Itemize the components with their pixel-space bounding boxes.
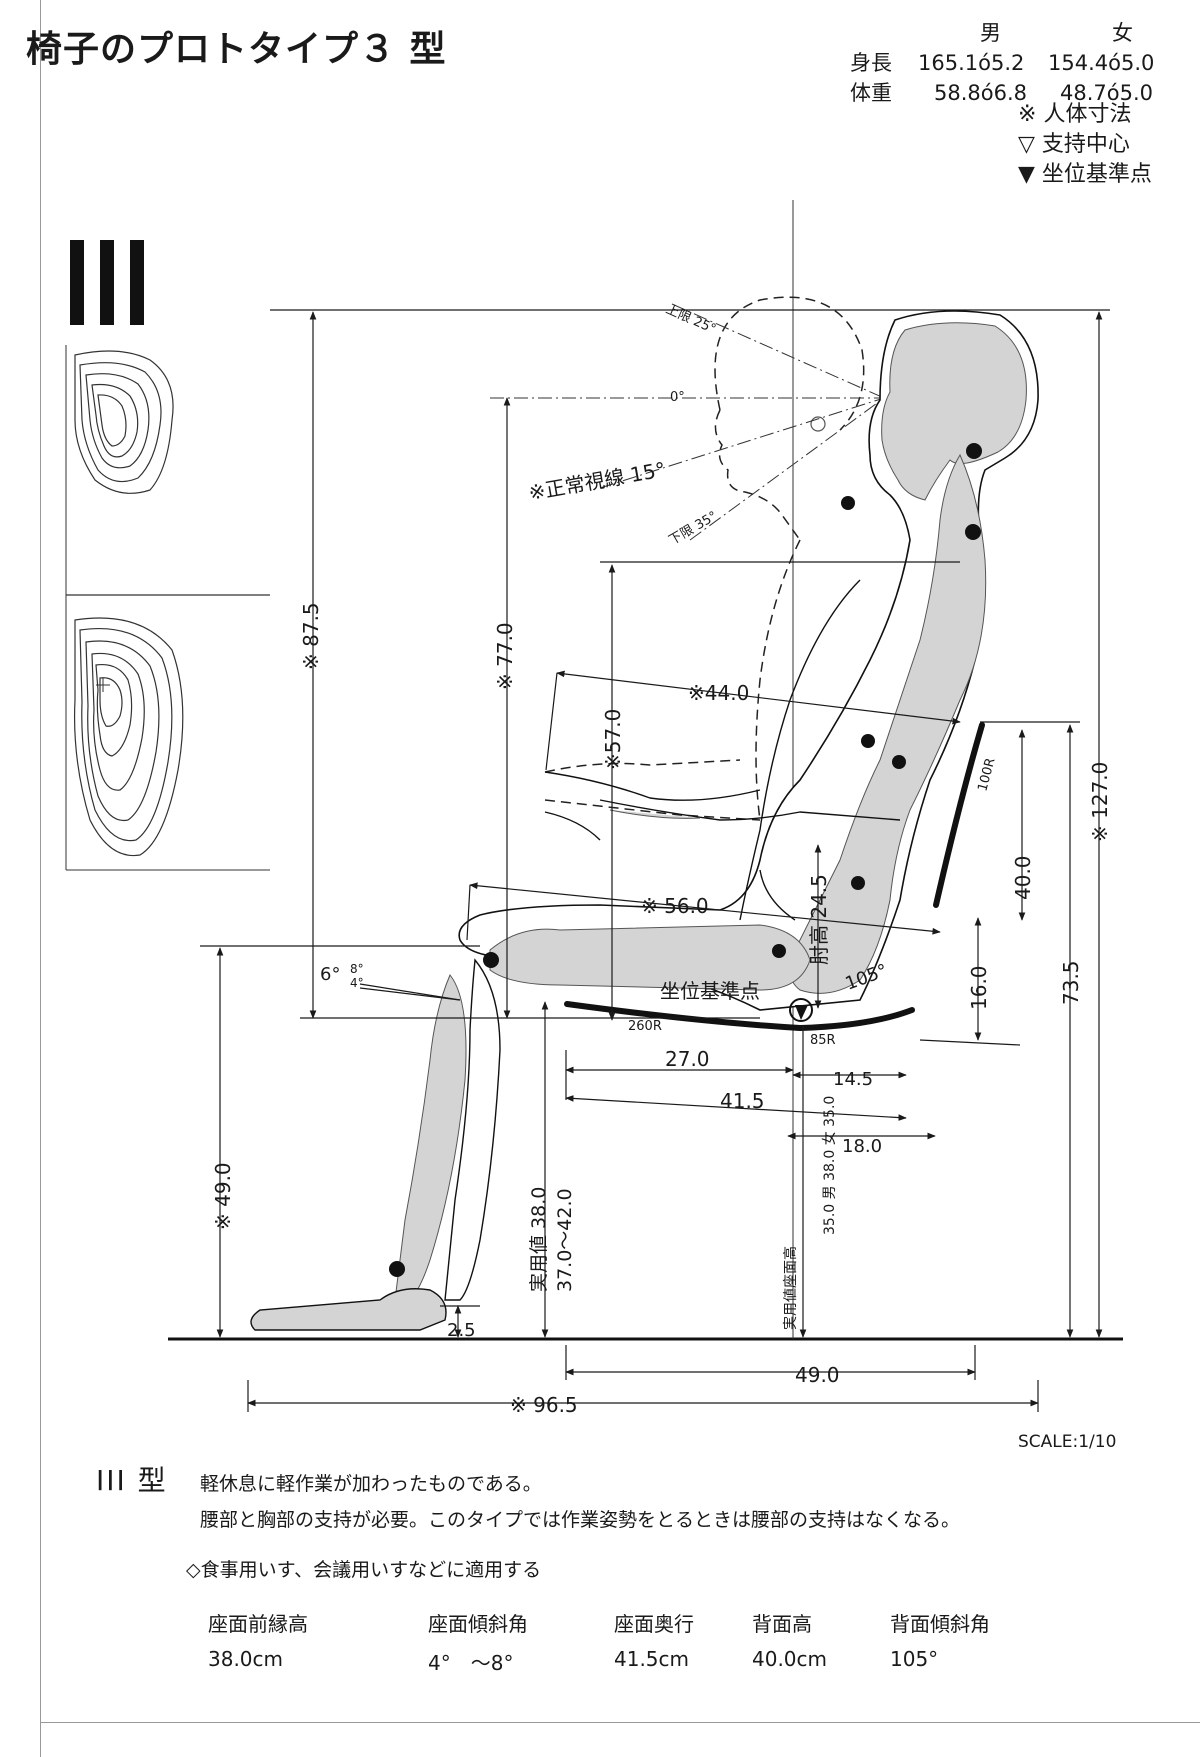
spec-value: 105° [890, 1647, 939, 1671]
reference-head-outline [544, 296, 865, 821]
angle-label: 8° [350, 962, 364, 976]
dim-label: ※ 77.0 [493, 622, 517, 690]
legend-item: ▼ 坐位基準点 [1018, 160, 1152, 190]
seat-reference-point-icon [795, 1005, 808, 1020]
dim-label: ※ 127.0 [1088, 762, 1112, 842]
radius-label: 100R [975, 756, 998, 793]
stats-height-female: 154.4ó5.0 [1048, 51, 1155, 75]
page-border-left [40, 0, 41, 1757]
dim-label: 40.0 [1011, 855, 1035, 900]
seat-reference-point-circle [789, 998, 813, 1022]
dim-label: 14.5 [833, 1069, 873, 1090]
dimension-labels: ※ 87.5 ※ 77.0 ※57.0 ※44.0 ※ 56.0 肘高 24.5… [211, 602, 1112, 1417]
stats-weight-label: 体重 [850, 81, 892, 105]
application-note: ◇食事用いす、会議用いすなどに適用する [186, 1559, 542, 1581]
dim-label: 18.0 [842, 1136, 882, 1157]
dim-label: 肘高 24.5 [807, 874, 831, 965]
angle-zero-label: 0° [670, 390, 685, 405]
seat-reference-label: 坐位基準点 [660, 979, 760, 1003]
circle-triangle-icon: ▼ [1018, 162, 1035, 187]
radius-label: 85R [810, 1033, 836, 1048]
dim-label: ※44.0 [688, 681, 749, 705]
legend-label: 支持中心 [1041, 132, 1130, 157]
page-title: 椅子のプロトタイプ３ 型 [26, 29, 447, 70]
spec-key: 座面傾斜角 [428, 1612, 528, 1636]
dim-label: 16.0 [967, 965, 991, 1010]
dimension-lines [200, 309, 1110, 1412]
angle-label: 6° [320, 964, 340, 985]
legend-item: ▽ 支持中心 [1018, 130, 1152, 160]
spec-value: 4° ～8° [428, 1651, 514, 1675]
type-description: 軽休息に軽作業が加わったものである。 腰部と胸部の支持が必要。このタイプでは作業… [200, 1466, 960, 1538]
radius-label: 260R [628, 1019, 662, 1034]
type-label: III 型 [96, 1464, 168, 1497]
stats-weight-male: 58.8ó6.8 [934, 81, 1028, 105]
stats-weight-female: 48.7ó5.0 [1060, 81, 1154, 105]
page-border-bottom [40, 1722, 1200, 1723]
dim-label: ※ 49.0 [211, 1162, 235, 1230]
chair-profile [564, 722, 985, 1032]
seat-height-label: 実用値座面高 [782, 1246, 799, 1330]
legend-label: 人体寸法 [1043, 102, 1132, 127]
stats-header-female: 女 [1112, 21, 1133, 45]
practical-value-label: 実用値 38.0 [528, 1187, 550, 1292]
stats-height-label: 身長 [850, 51, 892, 75]
dim-label: ※ 87.5 [299, 602, 323, 670]
dim-label: ※57.0 [601, 709, 625, 770]
spec-key: 座面前縁高 [208, 1612, 308, 1636]
spec-key: 背面高 [752, 1612, 812, 1636]
dim-label: ※ 56.0 [641, 894, 709, 918]
dim-label: 2.5 [447, 1320, 476, 1341]
spec-table: 座面前縁高 38.0cm 座面傾斜角 4° ～8° 座面奥行 41.5cm 背面… [0, 1608, 1200, 1688]
legend-label: 坐位基準点 [1041, 162, 1152, 187]
roman-numeral-three-icon [70, 240, 150, 325]
dim-label: 73.5 [1059, 960, 1083, 1005]
spec-key: 背面傾斜角 [890, 1612, 990, 1636]
spec-key: 座面奥行 [614, 1612, 694, 1636]
angle-label: 4° [350, 976, 364, 990]
normal-sight-line-label: ※正常視線 15° [527, 457, 668, 505]
triangle-down-icon: ▽ [1018, 132, 1035, 157]
dim-label: 27.0 [665, 1047, 710, 1071]
spec-item: 背面高 40.0cm [752, 1608, 827, 1671]
angle-upper-limit-label: 上限 25° [663, 302, 718, 337]
stats-height-male: 165.1ó5.2 [918, 51, 1025, 75]
seat-pressure-contour-map [73, 617, 184, 857]
back-pressure-contour-map [74, 350, 174, 494]
legend-item: ※ 人体寸法 [1018, 100, 1152, 130]
angle-lower-limit-label: 下限 35° [667, 509, 721, 549]
spec-value: 40.0cm [752, 1647, 828, 1671]
legend: ※ 人体寸法 ▽ 支持中心 ▼ 坐位基準点 [1018, 100, 1152, 190]
spec-item: 座面前縁高 38.0cm [208, 1608, 308, 1671]
stats-header-male: 男 [980, 21, 1001, 45]
spec-item: 座面奥行 41.5cm [614, 1608, 694, 1671]
practical-range-label: 37.0～42.0 [554, 1188, 576, 1292]
sight-lines [490, 303, 885, 541]
dim-label: 41.5 [720, 1089, 765, 1113]
description-line: 軽休息に軽作業が加わったものである。 [200, 1473, 542, 1495]
seat-height-values: 35.0 男 38.0 女 35.0 [821, 1096, 838, 1235]
seated-human-figure [250, 310, 1039, 1331]
dim-label: 49.0 [795, 1363, 840, 1387]
scale-label: SCALE:1/10 [1018, 1432, 1117, 1452]
spec-item: 背面傾斜角 105° [890, 1608, 990, 1671]
reference-mark-icon: ※ [1018, 102, 1037, 127]
description-line: 腰部と胸部の支持が必要。このタイプでは作業姿勢をとるときは腰部の支持はなくなる。 [200, 1509, 961, 1531]
spec-item: 座面傾斜角 4° ～8° [428, 1608, 528, 1676]
dim-label: ※ 96.5 [510, 1393, 578, 1417]
spec-value: 41.5cm [614, 1647, 690, 1671]
spec-value: 38.0cm [208, 1647, 284, 1671]
